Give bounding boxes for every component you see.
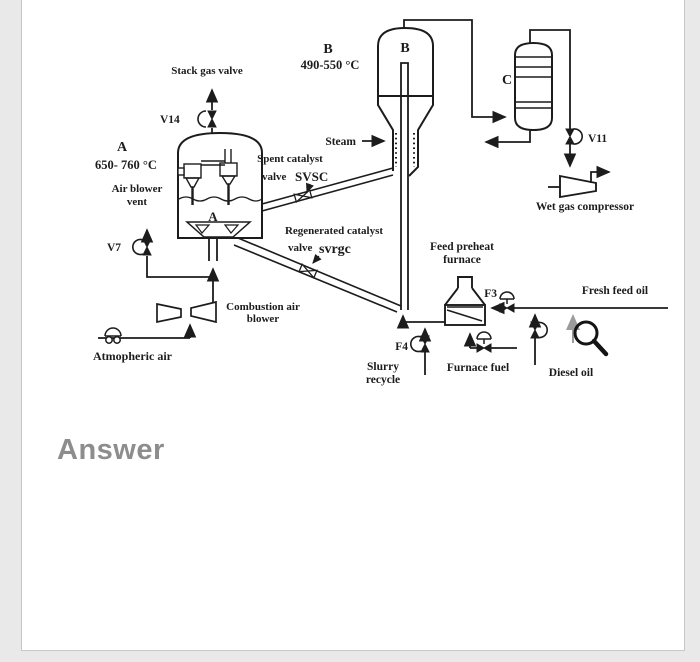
wet-gas-compressor-label: Wet gas compressor: [536, 201, 634, 213]
valve-f4-icon: [410, 335, 430, 353]
vessel-b-letter-label: B: [323, 42, 332, 57]
slurry-recycle-line: [410, 327, 432, 375]
cyclone-left: [177, 163, 202, 205]
valve-v14-icon: [197, 110, 217, 128]
v14-label: V14: [160, 114, 180, 126]
spent-catalyst-tag: SVSC: [295, 169, 328, 184]
reactor-overhead-line: [403, 19, 507, 124]
f3-label: F3: [484, 288, 497, 300]
stack-gas-line: [197, 88, 219, 134]
regenerated-catalyst-label-2: valve: [288, 242, 313, 254]
slurry-recycle-label-1: Slurry: [367, 361, 399, 373]
fractionator-vessel-c: [514, 41, 553, 132]
furnace-fuel-label: Furnace fuel: [447, 362, 509, 374]
magnifier-icon[interactable]: [573, 320, 609, 357]
spent-catalyst-label-2: valve: [262, 171, 287, 183]
spent-catalyst-label-1: Spent catalyst: [257, 153, 323, 165]
regenerator-vessel-a: [177, 131, 263, 261]
spent-catalyst-line: [261, 167, 394, 212]
vessel-b-inner-label: B: [400, 41, 409, 56]
furnace-fuel-valve-icon: [476, 331, 492, 353]
air-distributor: [185, 221, 252, 261]
reactor-vessel-b: [377, 26, 434, 310]
wet-gas-compressor-icon: [548, 165, 611, 199]
fractionator-trays: [515, 56, 552, 109]
air-intake-icon: [104, 327, 122, 344]
vessel-a-inner-label: A: [208, 209, 218, 224]
air-blower-vent-label-1: Air blower: [112, 183, 163, 195]
regenerated-catalyst-label-1: Regenerated catalyst: [285, 225, 383, 237]
answer-heading: Answer: [57, 434, 165, 466]
f4-label: F4: [395, 341, 408, 353]
cyclone-right: [201, 149, 238, 205]
combustion-air-label-2: blower: [247, 313, 280, 325]
atmospheric-air-label: Atmopheric air: [93, 349, 173, 363]
feed-preheat-label-2: furnace: [443, 254, 481, 266]
combustion-air-circuit: [98, 228, 220, 344]
feed-preheat-label-1: Feed preheat: [430, 241, 494, 253]
diesel-oil-line: [528, 313, 548, 365]
valve-v7-icon: [132, 238, 152, 256]
combustion-air-blower-icon: [156, 300, 217, 324]
valve-svrgc-icon: [298, 263, 318, 279]
vessel-b-temp-label: 490-550 °C: [301, 58, 360, 72]
fresh-feed-line: [490, 291, 668, 315]
diesel-valve-icon: [530, 321, 548, 339]
diesel-oil-label: Diesel oil: [549, 367, 593, 379]
fresh-feed-oil-label: Fresh feed oil: [582, 285, 648, 297]
fractionator-bottoms-arrow: [484, 130, 531, 149]
slurry-recycle-label-2: recycle: [366, 374, 400, 386]
wet-gas-train: [548, 128, 611, 199]
feed-preheat-furnace-icon: [444, 276, 486, 326]
vessel-a-temp-label: 650- 760 °C: [95, 158, 157, 172]
vessel-a-letter-label: A: [117, 140, 128, 155]
fractionator-overhead-line: [529, 29, 571, 129]
stripper-baffle-dots: [395, 133, 415, 167]
stack-gas-valve-label: Stack gas valve: [171, 65, 243, 77]
steam-label: Steam: [325, 136, 356, 148]
valve-v11-icon: [565, 128, 583, 145]
v7-label: V7: [107, 242, 121, 254]
regenerated-catalyst-tag: svrgc: [319, 242, 351, 257]
air-blower-vent-label-2: vent: [127, 196, 148, 208]
vessel-c-inner-label: C: [502, 73, 512, 88]
valve-f3-icon: [499, 291, 515, 313]
furnace-fuel-line: [463, 331, 517, 353]
v11-label: V11: [588, 133, 607, 145]
regenerated-catalyst-line: [233, 237, 402, 313]
combustion-air-label-1: Combustion air: [226, 301, 300, 313]
riser-feed-line: [396, 314, 445, 329]
